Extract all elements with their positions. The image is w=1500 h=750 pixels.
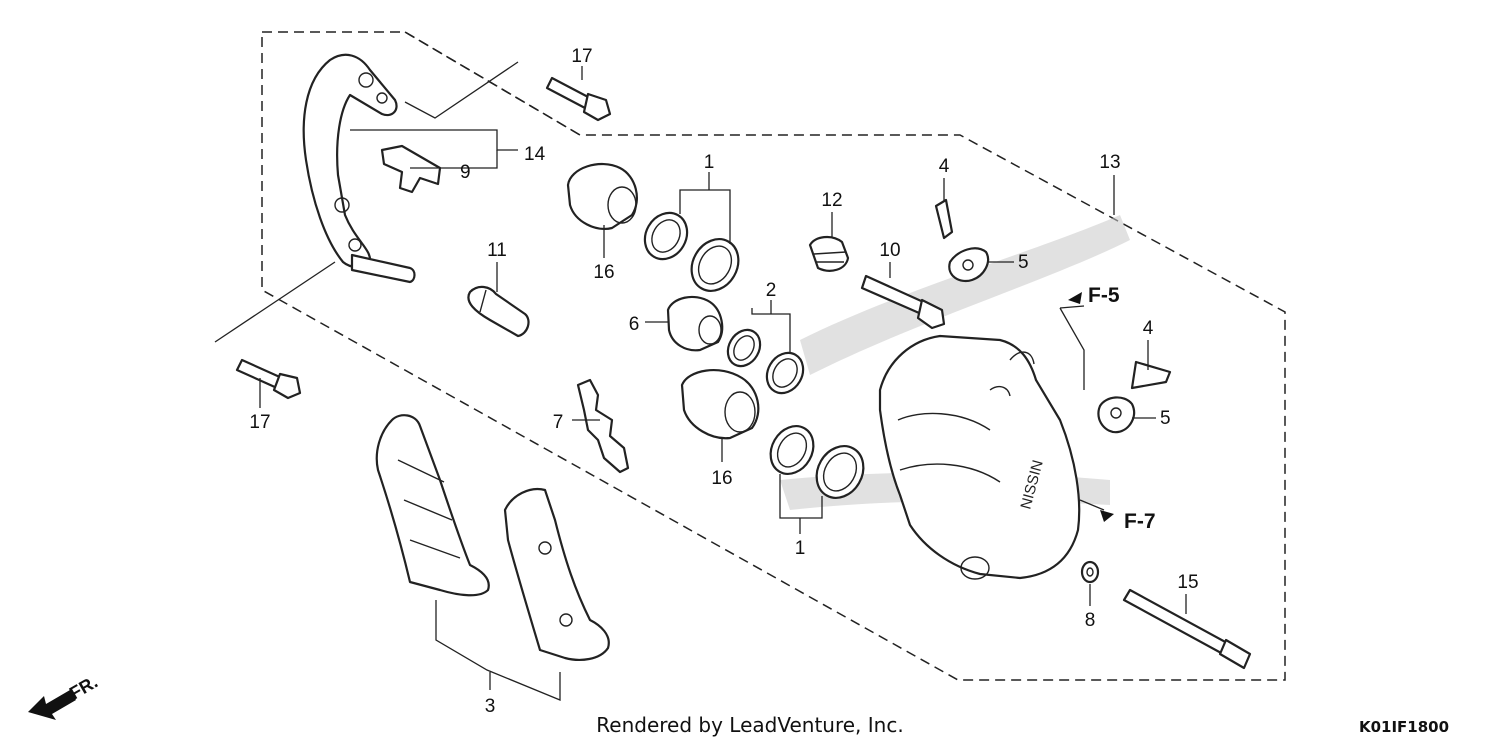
leader-lines [214,61,1187,701]
callout-12: 12 [821,190,842,211]
callout-2: 2 [766,280,777,301]
callout-11: 11 [487,240,507,261]
bolt-17-top [545,76,612,122]
callout-9: 9 [460,162,471,183]
callout-1-top: 1 [704,152,715,173]
callout-labels: 17 14 9 11 17 16 1 6 2 7 16 1 12 10 4 5 … [249,46,1198,717]
bleeder-cap-12 [808,235,850,272]
pin-11 [467,285,530,338]
callout-5-bottom: 5 [1160,408,1171,429]
pad-retainer-9 [380,144,442,194]
seals-2 [726,328,805,395]
callout-16-bottom: 16 [711,468,732,489]
callout-1-bottom: 1 [795,538,806,559]
seals-1-top [643,211,740,292]
callout-3: 3 [485,696,496,717]
assembly-outline [261,31,1286,681]
seals-1-bottom [769,425,865,499]
callout-17-bottom: 17 [249,412,270,433]
front-direction-arrow-icon [28,690,76,720]
caliper-body-13 [878,334,1081,580]
bleeder-4-bottom [1130,360,1172,390]
callout-13: 13 [1099,152,1120,173]
callout-6: 6 [629,314,640,335]
pad-spring-7 [576,378,630,474]
cap-5-bottom [1097,396,1136,434]
caliper-bracket [302,53,416,284]
reference-labels: F-5 F-7 [1068,284,1156,533]
bleeder-4-top [934,198,954,240]
piston-16-bottom [680,369,760,440]
ref-f5: F-5 [1088,284,1120,307]
bolt-17-bottom [235,358,302,400]
ref-f7: F-7 [1124,510,1156,533]
callout-4-bottom: 4 [1143,318,1154,339]
callout-4-top: 4 [939,156,950,177]
callout-17-top: 17 [571,46,592,67]
washer-8 [1080,560,1100,584]
callout-16-top: 16 [593,262,614,283]
cap-5-top [948,247,990,283]
callout-10: 10 [879,240,900,261]
piston-6 [666,295,724,352]
callout-15: 15 [1177,572,1198,593]
diagram-code: K01IF1800 [1359,718,1449,736]
piston-16-top [566,163,638,230]
pin-15 [1122,588,1252,670]
footer-credit: Rendered by LeadVenture, Inc. [596,713,903,737]
pin-10 [860,274,946,330]
brake-pad-front [375,414,490,597]
callout-8: 8 [1085,610,1096,631]
brake-pad-rear [503,487,610,661]
callout-7: 7 [553,412,564,433]
callout-5-top: 5 [1018,252,1029,273]
callout-14: 14 [524,144,546,165]
